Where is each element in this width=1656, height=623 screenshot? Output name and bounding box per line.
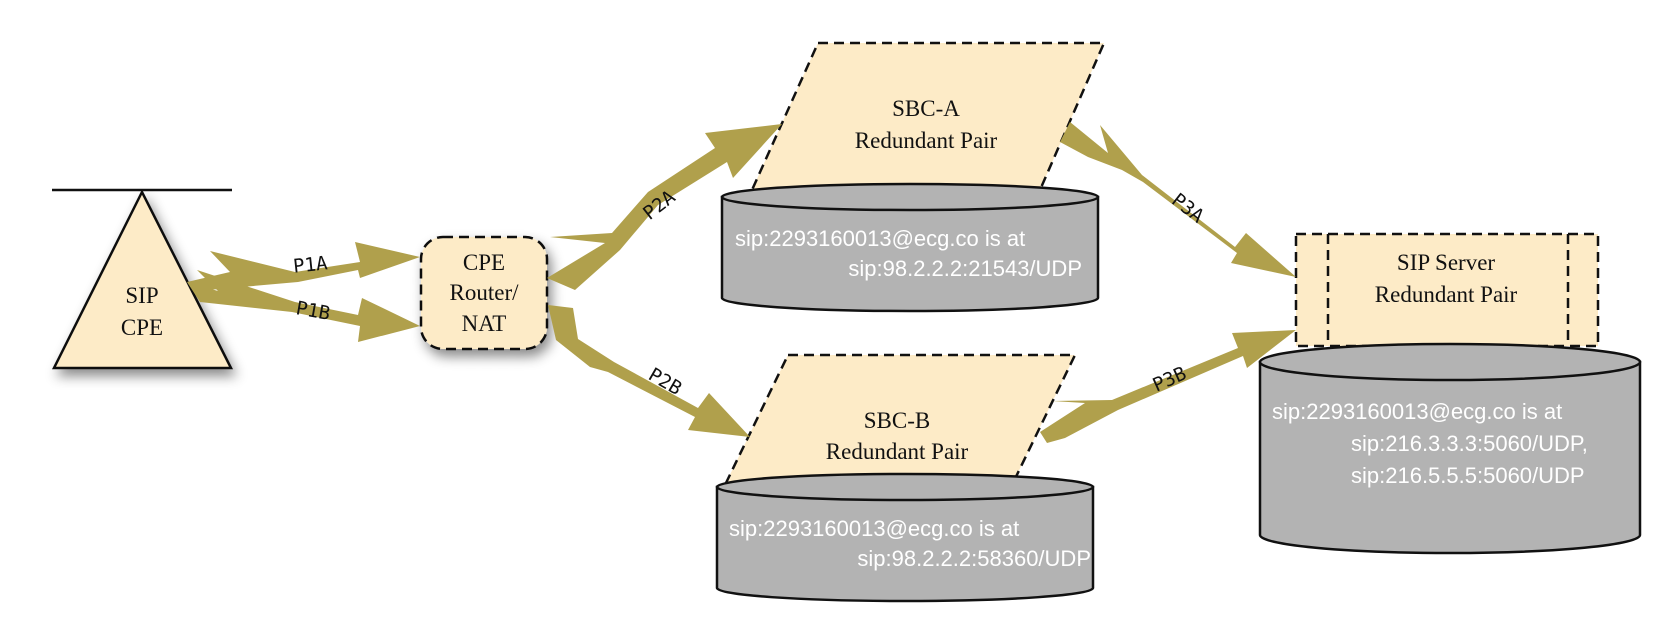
sip-server-label-line1: SIP Server bbox=[1397, 250, 1496, 275]
sbc-b-database: sip:2293160013@ecg.co is at sip:98.2.2.2… bbox=[715, 472, 1095, 603]
sbc-b-node: SBC-B Redundant Pair bbox=[723, 353, 1077, 487]
sbc-a-label-line1: SBC-A bbox=[892, 96, 960, 121]
sip-server-database-line1: sip:2293160013@ecg.co is at bbox=[1272, 399, 1562, 424]
sbc-a-database: sip:2293160013@ecg.co is at sip:98.2.2.2… bbox=[720, 182, 1100, 313]
sip-server-node: SIP Server Redundant Pair bbox=[1294, 232, 1600, 348]
path-label-p1a: P1A bbox=[292, 252, 329, 278]
sbc-a-label-line2: Redundant Pair bbox=[855, 128, 998, 153]
sip-cpe-label-line2: CPE bbox=[121, 315, 163, 340]
sbc-b-label-line2: Redundant Pair bbox=[826, 439, 969, 464]
arrow-p3a bbox=[1060, 122, 1296, 277]
arrow-p1b bbox=[187, 270, 420, 342]
path-label-p2b: P2B bbox=[645, 364, 686, 400]
sbc-a-database-line2: sip:98.2.2.2:21543/UDP bbox=[848, 256, 1082, 281]
sip-server-label-line2: Redundant Pair bbox=[1375, 282, 1518, 307]
cpe-router-node: CPE Router/ NAT bbox=[419, 235, 549, 351]
sbc-b-database-line1: sip:2293160013@ecg.co is at bbox=[729, 516, 1019, 541]
sip-server-database-top bbox=[1258, 342, 1642, 382]
sip-server-database-line2: sip:216.3.3.3:5060/UDP, bbox=[1351, 431, 1588, 456]
sbc-a-database-line1: sip:2293160013@ecg.co is at bbox=[735, 226, 1025, 251]
cpe-router-label-line1: CPE bbox=[463, 250, 505, 275]
cpe-router-label-line3: NAT bbox=[462, 311, 507, 336]
sip-server-database-body bbox=[1258, 360, 1642, 555]
sip-server-box bbox=[1294, 232, 1600, 348]
sip-cpe-label-line1: SIP bbox=[125, 283, 158, 308]
path-label-p3b: P3B bbox=[1149, 362, 1189, 396]
sip-cpe-node: SIP CPE bbox=[51, 188, 234, 370]
arrow-p1a bbox=[187, 242, 420, 290]
arrow-p2a bbox=[547, 124, 782, 290]
sip-server-database-line3: sip:216.5.5.5:5060/UDP bbox=[1351, 463, 1585, 488]
cpe-router-box bbox=[419, 235, 549, 351]
sbc-a-node: SBC-A Redundant Pair bbox=[750, 41, 1106, 192]
sbc-a-database-body bbox=[720, 195, 1100, 313]
sip-server-database: sip:2293160013@ecg.co is at sip:216.3.3.… bbox=[1258, 342, 1642, 555]
arrow-p2b bbox=[548, 305, 750, 437]
path-label-p1b: P1B bbox=[294, 297, 332, 325]
cpe-router-label-line2: Router/ bbox=[450, 280, 520, 305]
sbc-b-parallelogram bbox=[723, 353, 1077, 487]
sbc-b-database-line2: sip:98.2.2.2:58360/UDP bbox=[857, 546, 1091, 571]
sbc-a-parallelogram bbox=[750, 41, 1106, 192]
sbc-a-database-top bbox=[720, 182, 1100, 212]
sbc-b-database-top bbox=[715, 472, 1095, 502]
arrow-p3b bbox=[1040, 330, 1296, 443]
sbc-b-label-line1: SBC-B bbox=[864, 408, 930, 433]
sip-cpe-triangle bbox=[51, 189, 234, 370]
sbc-b-database-body bbox=[715, 485, 1095, 603]
